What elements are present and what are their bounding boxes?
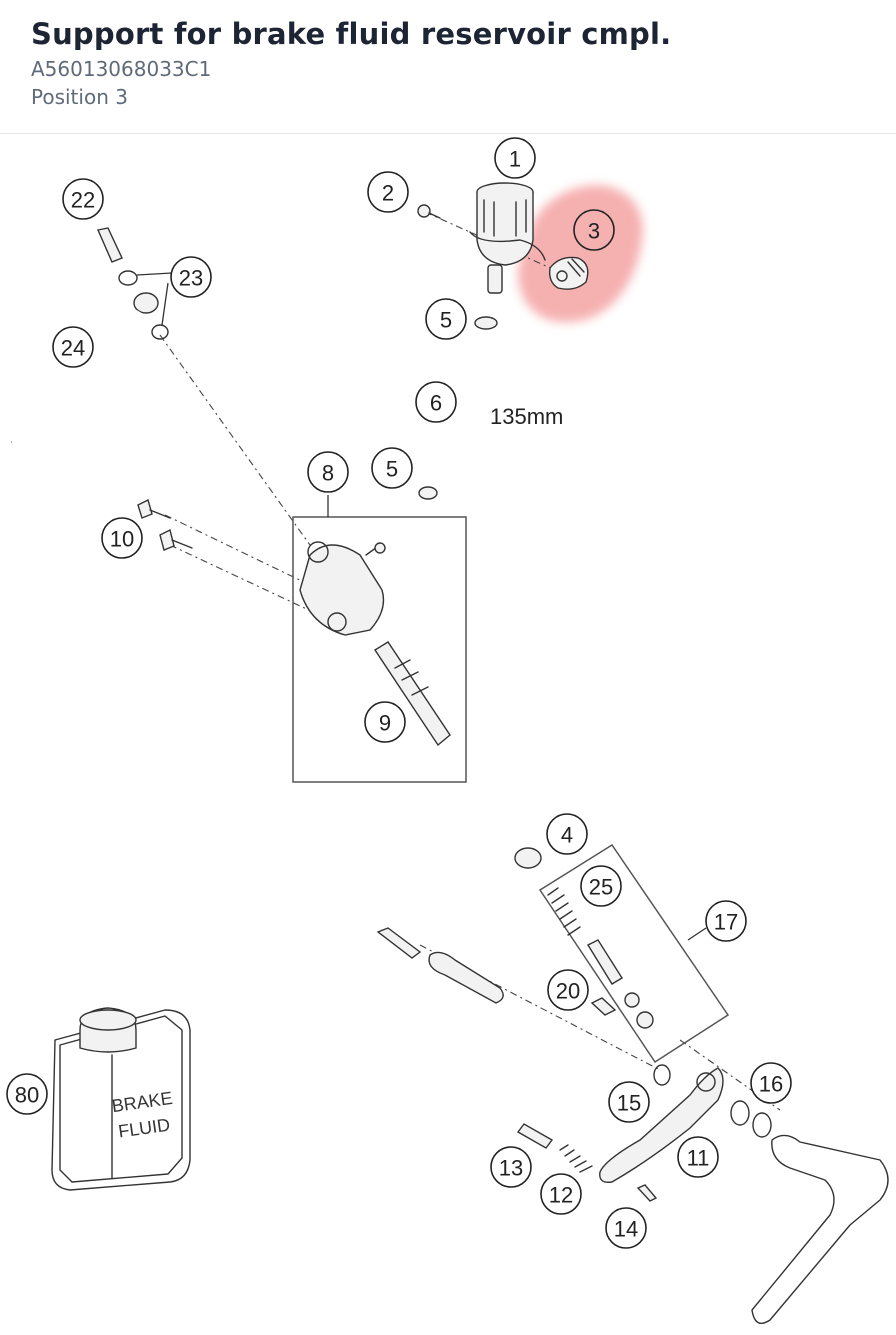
callout-11[interactable]: 11 [677,1136,719,1178]
callout-label: 13 [499,1156,523,1181]
sealing-ring[interactable] [151,324,169,340]
callout-label: 15 [617,1091,641,1116]
callout-80[interactable]: 80 [6,1073,48,1115]
bottle-label-fluid: FLUID [117,1115,171,1142]
pin[interactable] [516,1123,554,1149]
callout-label: 2 [382,181,394,206]
callout-5[interactable]: 5 [425,298,467,340]
hex-bolt[interactable] [159,528,193,551]
callout-25[interactable]: 25 [580,865,622,907]
pivot-bolt[interactable] [376,927,504,1004]
part-header: Support for brake fluid reservoir cmpl. … [0,0,896,134]
callout-label: 20 [556,979,580,1004]
exploded-parts-diagram: 135mm [6,137,889,1324]
callout-5[interactable]: 5 [371,447,413,489]
callout-label: 10 [110,527,134,552]
bushing[interactable] [653,1064,671,1086]
washer[interactable] [752,1112,772,1138]
screw[interactable] [417,204,441,219]
bottle-label-brake: BRAKE [111,1088,174,1116]
callout-24[interactable]: 24 [52,326,94,368]
callout-label: 14 [614,1217,638,1242]
callout-leader [136,272,173,326]
hose-clamp[interactable] [474,316,498,330]
callout-label: 3 [588,219,600,244]
callout-4[interactable]: 4 [546,813,588,855]
callout-label: 5 [386,457,398,482]
compression-spring[interactable] [547,887,581,936]
assembly-line [164,514,311,586]
callout-14[interactable]: 14 [605,1207,647,1249]
part-title: Support for brake fluid reservoir cmpl. [31,17,672,51]
callout-label: 4 [561,823,573,848]
callout-23[interactable]: 23 [170,256,212,298]
callout-label: 17 [714,910,738,935]
callout-20[interactable]: 20 [547,969,589,1011]
brake-fluid-reservoir[interactable] [469,182,546,294]
callout-2[interactable]: 2 [367,171,409,213]
callout-16[interactable]: 16 [750,1062,792,1104]
callout-label: 1 [509,147,521,172]
callout-label: 11 [687,1146,710,1171]
brake-line[interactable] [10,292,159,447]
callout-label: 23 [179,266,203,291]
assembly-line [159,334,311,546]
pedal-frame-bracket[interactable] [751,1134,889,1324]
callout-label: 5 [440,308,452,333]
callout-label: 25 [589,875,613,900]
callout-label: 22 [71,188,95,213]
washer[interactable] [730,1100,750,1126]
callout-17[interactable]: 17 [705,900,747,942]
assembly-line [679,1039,781,1111]
hose-length-label: 135mm [490,404,563,429]
nut[interactable] [624,992,640,1008]
callout-label: 80 [15,1083,39,1108]
callout-label: 24 [61,336,85,361]
hose-clamp[interactable] [418,486,438,500]
push-rod[interactable] [374,641,451,747]
brake-pedal[interactable] [599,1067,724,1183]
part-number: A56013068033C1 [31,57,212,81]
hex-bolt[interactable] [137,498,171,519]
banjo-bolt[interactable] [97,227,123,263]
foot-brake-cylinder[interactable] [299,541,386,636]
screw[interactable] [636,1184,658,1202]
pin[interactable] [587,939,623,985]
callout-leader [687,927,707,941]
brake-pedal-group-box [538,843,730,1064]
assembly-line [169,544,331,621]
callout-1[interactable]: 1 [494,137,536,179]
callout-label: 16 [759,1072,783,1097]
part-position: Position 3 [31,85,128,109]
callout-8[interactable]: 8 [307,451,349,493]
screw[interactable] [590,997,617,1016]
callout-9[interactable]: 9 [364,701,406,743]
protection-cap[interactable] [514,847,542,869]
callout-label: 9 [379,711,391,736]
callout-label: 6 [430,391,442,416]
callout-label: 12 [549,1183,573,1208]
brake-fluid-bottle[interactable] [51,1007,191,1191]
callout-3[interactable]: 3 [573,209,615,251]
washer[interactable] [636,1011,654,1029]
callout-label: 8 [322,461,334,486]
reservoir-support-bracket[interactable] [548,256,589,290]
spring[interactable] [559,1144,593,1173]
highlight-area [518,185,643,323]
sealing-ring[interactable] [118,270,138,286]
callout-12[interactable]: 12 [540,1173,582,1215]
callout-15[interactable]: 15 [608,1081,650,1123]
callout-13[interactable]: 13 [490,1146,532,1188]
master-cylinder-group-box [292,516,467,783]
brake-hose-inner [439,356,489,468]
callout-6[interactable]: 6 [415,381,457,423]
callout-22[interactable]: 22 [62,178,104,220]
callout-10[interactable]: 10 [101,517,143,559]
